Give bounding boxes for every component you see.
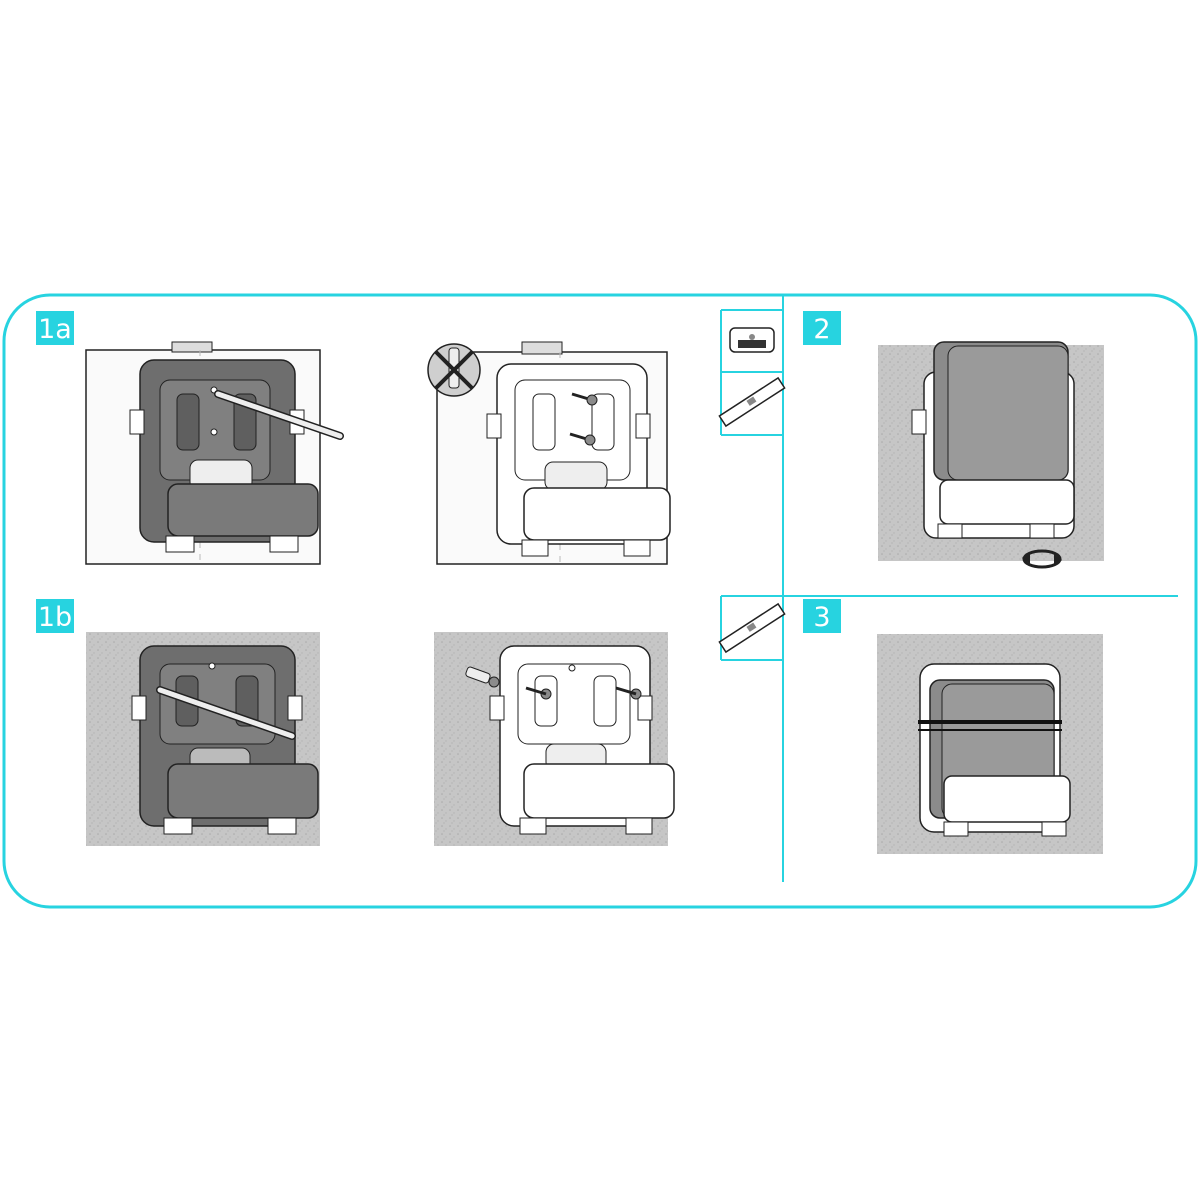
panel-1a-mark (85, 341, 344, 565)
panel-1b-mark (86, 632, 320, 846)
spirit-level-icon (718, 602, 786, 654)
router-device-icon (729, 327, 775, 353)
rotate-arrow-icon (1022, 549, 1062, 569)
pencil-icon (214, 390, 344, 440)
no-dowel-icon (427, 343, 481, 397)
step-badge-2: 2 (803, 311, 841, 345)
pencil-icon (156, 686, 296, 740)
panel-1a-fix (427, 341, 671, 565)
panel-1b-fix (434, 632, 675, 846)
panel-2-device (878, 341, 1104, 569)
step-badge-1b: 1b (36, 599, 74, 633)
screw-icon (569, 392, 598, 446)
instruction-frame (2, 293, 1198, 909)
screw-icon (525, 686, 642, 700)
step-label-3: 3 (813, 602, 830, 633)
panel-3-strapped (877, 634, 1103, 854)
step-badge-1a: 1a (36, 311, 74, 345)
wall-plug-icon (465, 666, 500, 688)
step-label-2: 2 (813, 314, 830, 345)
step-label-1b: 1b (38, 602, 72, 633)
spirit-level-icon (718, 376, 786, 428)
step-label-1a: 1a (38, 314, 72, 345)
step-badge-3: 3 (803, 599, 841, 633)
